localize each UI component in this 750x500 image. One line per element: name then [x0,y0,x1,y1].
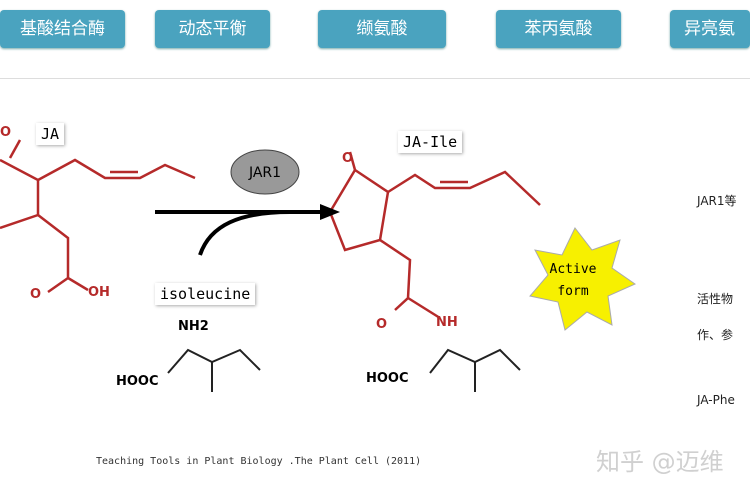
side-text-jar1: JAR1等 [697,194,737,208]
side-text-active: 活性物 [697,292,734,306]
ja-keto-o: O [0,125,11,140]
ja-carboxyl-o: O [30,287,41,302]
active-form-star [529,227,637,331]
form-label: form [557,284,588,299]
active-label: Active [550,262,597,277]
hooc-atom: HOOC [116,374,159,389]
isoleucine-arrow [198,210,291,256]
nh-atom: NH [436,315,458,330]
side-text-ja-phe: JA-Phe [697,393,735,407]
isoleucine-label: isoleucine [155,283,256,305]
jar1-enzyme [230,149,300,195]
tab-valine[interactable]: 缬氨酸 [318,10,446,48]
isoleucine-structure [167,348,521,392]
tab-phenylalanine[interactable]: 苯丙氨酸 [496,10,621,48]
nh2-atom: NH2 [178,319,209,334]
hooc-atom-product: HOOC [366,371,409,386]
ja-ile-keto-o: O [342,151,353,166]
tab-amino-acid-conjugase[interactable]: 基酸结合酶 [0,10,125,48]
tab-dynamic-balance[interactable]: 动态平衡 [155,10,270,48]
watermark: 知乎 @迈维 [596,448,724,476]
jar1-label: JAR1 [248,165,281,181]
amide-o: O [376,317,387,332]
ja-ile-molecule [328,151,541,320]
divider [0,78,750,79]
arrow-head [320,204,340,220]
side-text-function: 作、参 [697,328,734,342]
ja-ile-label: JA-Ile [398,131,463,153]
tab-isoleucine[interactable]: 异亮氨 [670,10,750,48]
citation: Teaching Tools in Plant Biology .The Pla… [96,456,422,467]
oh-atom: OH [88,285,110,300]
ja-label: JA [36,123,65,145]
ja-molecule [0,139,196,294]
